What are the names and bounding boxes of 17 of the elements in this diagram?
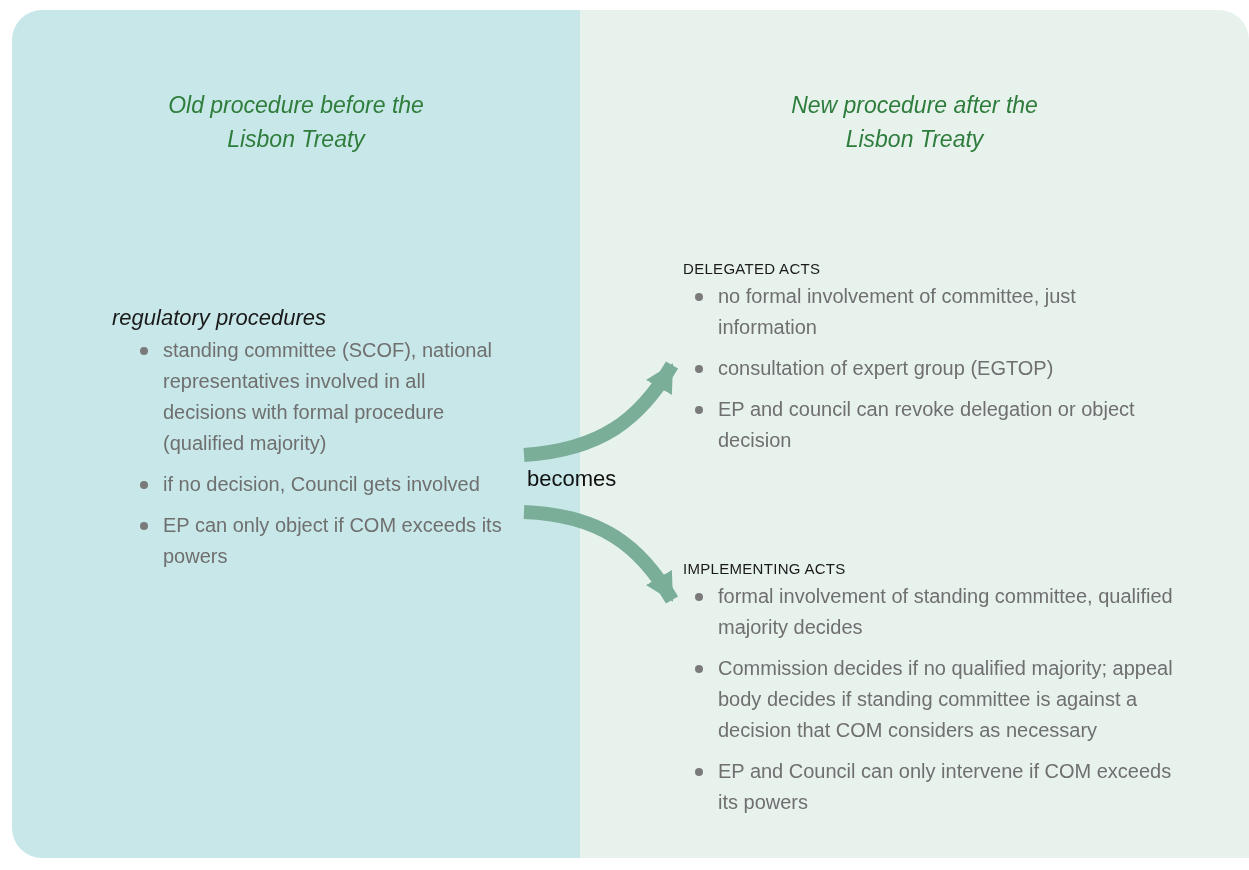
- panel-heading: Old procedure before the Lisbon Treaty: [167, 91, 425, 154]
- bullet-item: standing committee (SCOF), national representatives involved in all decisions with formal procedure (qualified majority): [140, 335, 512, 459]
- bullet-item: EP and Council can only intervene if COM exceeds its powers: [695, 756, 1177, 818]
- curved-arrow: [523, 505, 678, 604]
- panel-heading: New procedure after the Lisbon Treaty: [790, 91, 1039, 154]
- section-heading: regulatory procedures: [112, 305, 327, 331]
- bullet-item: if no decision, Council gets involved: [140, 469, 512, 500]
- bullet-item: formal involvement of standing committee, qualified majority decides: [695, 581, 1177, 643]
- bullet-item: EP can only object if COM exceeds its powers: [140, 510, 512, 572]
- section-heading: DELEGATED ACTS: [683, 260, 822, 277]
- connector-label: becomes: [527, 466, 617, 492]
- bullet-item: EP and council can revoke delegation or object decision: [695, 394, 1177, 456]
- curved-arrow: [523, 361, 678, 462]
- bullet-item: consultation of expert group (EGTOP): [695, 353, 1177, 384]
- bullet-item: Commission decides if no qualified majority; appeal body decides if standing committee is against a decision that COM considers as necessary: [695, 653, 1177, 746]
- bullet-item: no formal involvement of committee, just information: [695, 281, 1177, 343]
- section-heading: IMPLEMENTING ACTS: [683, 560, 847, 577]
